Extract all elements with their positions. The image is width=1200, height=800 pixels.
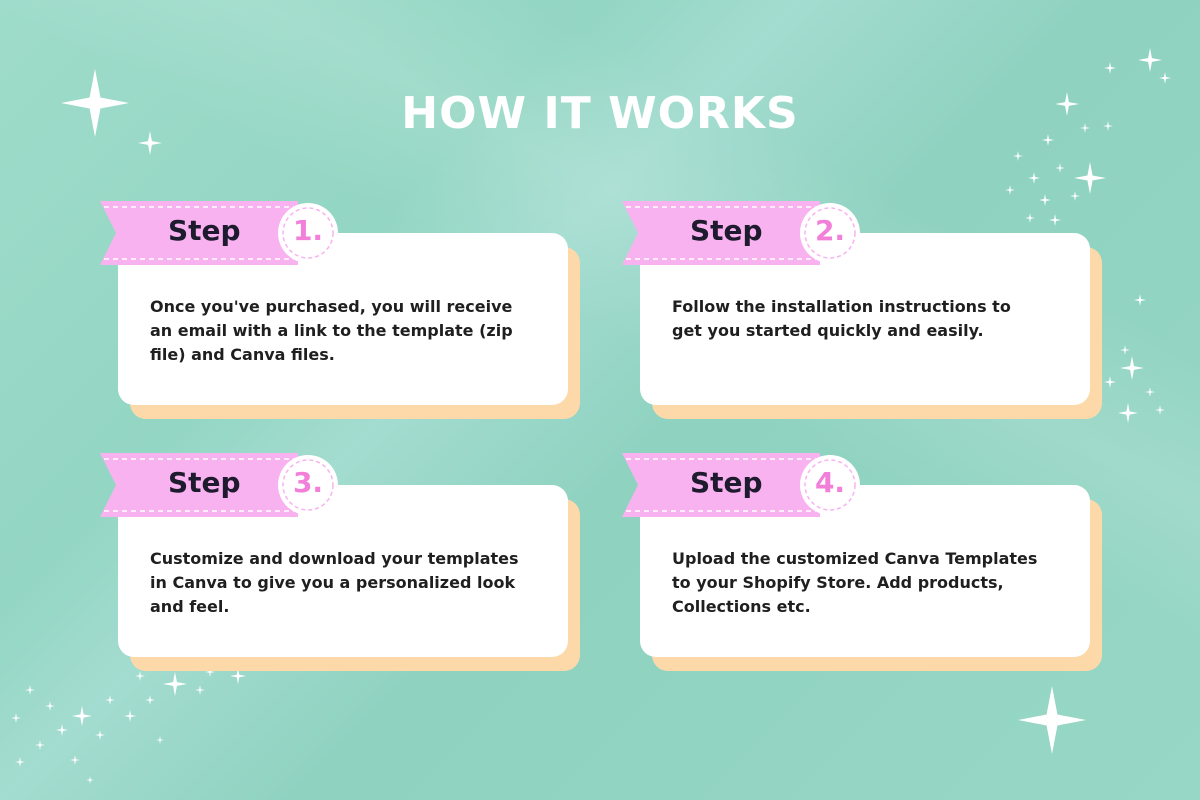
step-label: Step [168,466,241,499]
step-number: 1. [292,214,324,247]
step-ribbon: Step 2. [622,201,862,265]
page-title: HOW IT WORKS [401,88,799,139]
sparkle-icon [1118,403,1138,423]
sparkle-icon [1074,162,1106,194]
step-card-3: Customize and download your templates in… [100,453,584,675]
step-card-2: Follow the installation instructions to … [622,201,1106,423]
step-card-4: Upload the customized Canva Templates to… [622,453,1106,675]
step-ribbon: Step 4. [622,453,862,517]
sparkle-icon [72,706,92,726]
step-label: Step [690,214,763,247]
step-ribbon: Step 1. [100,201,340,265]
step-number: 2. [814,214,846,247]
sparkle-icon [1138,48,1162,72]
step-label: Step [168,214,241,247]
step-description: Customize and download your templates in… [150,549,519,616]
sparkle-icon [1018,686,1086,754]
step-description: Upload the customized Canva Templates to… [672,549,1038,616]
step-number: 4. [814,466,846,499]
step-description: Follow the installation instructions to … [672,297,1011,340]
step-number: 3. [292,466,324,499]
sparkle-icon [11,667,215,784]
sparkle-icon [163,672,187,696]
step-description: Once you've purchased, you will receive … [150,297,513,364]
step-card-1: Once you've purchased, you will receive … [100,201,584,423]
sparkle-icon [1120,356,1144,380]
step-label: Step [690,466,763,499]
step-ribbon: Step 3. [100,453,340,517]
